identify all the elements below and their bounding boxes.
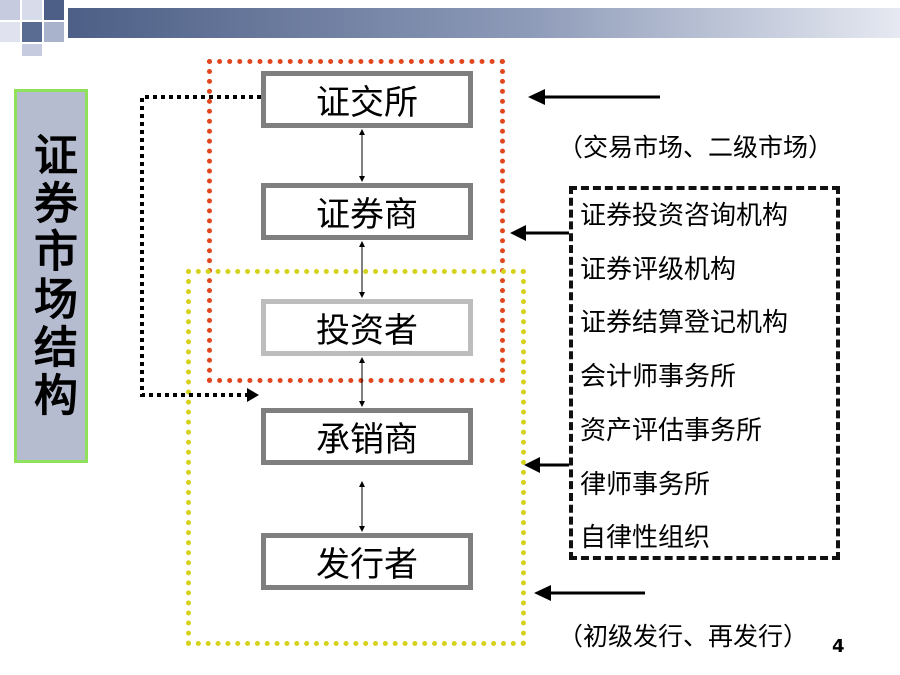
list-item: 会计师事务所 <box>580 362 737 393</box>
list-item: 证券投资咨询机构 <box>580 201 789 231</box>
arrow-institutions-to-red-head <box>510 225 526 241</box>
broker-box: 证券商 <box>261 183 473 240</box>
underwriter-box: 承销商 <box>261 408 473 465</box>
issuer-box: 发行者 <box>261 533 473 590</box>
header-decoration-graphic <box>0 0 900 56</box>
list-item: 资产评估事务所 <box>580 415 763 446</box>
broker-label: 证券商 <box>316 195 418 235</box>
header-decoration <box>0 0 900 56</box>
investor-label: 投资者 <box>316 311 418 351</box>
arrow-to-secondary-market-head <box>528 89 545 105</box>
list-item: 律师事务所 <box>580 469 711 500</box>
institutions-list: 证券投资咨询机构 证券评级机构 证券结算登记机构 会计师事务所 资产评估事务所 … <box>580 190 840 566</box>
primary-market-region <box>186 269 526 646</box>
exchange-box: 证交所 <box>261 71 473 128</box>
dotted-link-arrowhead <box>247 388 259 402</box>
primary-market-note: （初级发行、再发行） <box>558 622 809 651</box>
arrow-to-primary-market-head <box>534 585 551 601</box>
diagram-title: 证券市场结构 <box>26 132 77 420</box>
institutions-box <box>569 186 840 560</box>
exchange-underwriter-dotted-link <box>140 95 261 397</box>
list-item: 证券结算登记机构 <box>580 308 789 339</box>
secondary-market-region <box>207 59 505 383</box>
investor-box: 投资者 <box>261 299 473 356</box>
list-item: 证券评级机构 <box>580 254 737 285</box>
issuer-label: 发行者 <box>316 545 418 585</box>
underwriter-label: 承销商 <box>316 420 418 460</box>
page-number: 4 <box>832 636 845 657</box>
vertical-title-box: 证券市场结构 <box>14 89 88 463</box>
list-item: 自律性组织 <box>580 523 711 554</box>
secondary-market-note: （交易市场、二级市场） <box>558 133 834 162</box>
exchange-label: 证交所 <box>316 83 418 123</box>
arrow-institutions-to-yellow-head <box>524 457 540 473</box>
